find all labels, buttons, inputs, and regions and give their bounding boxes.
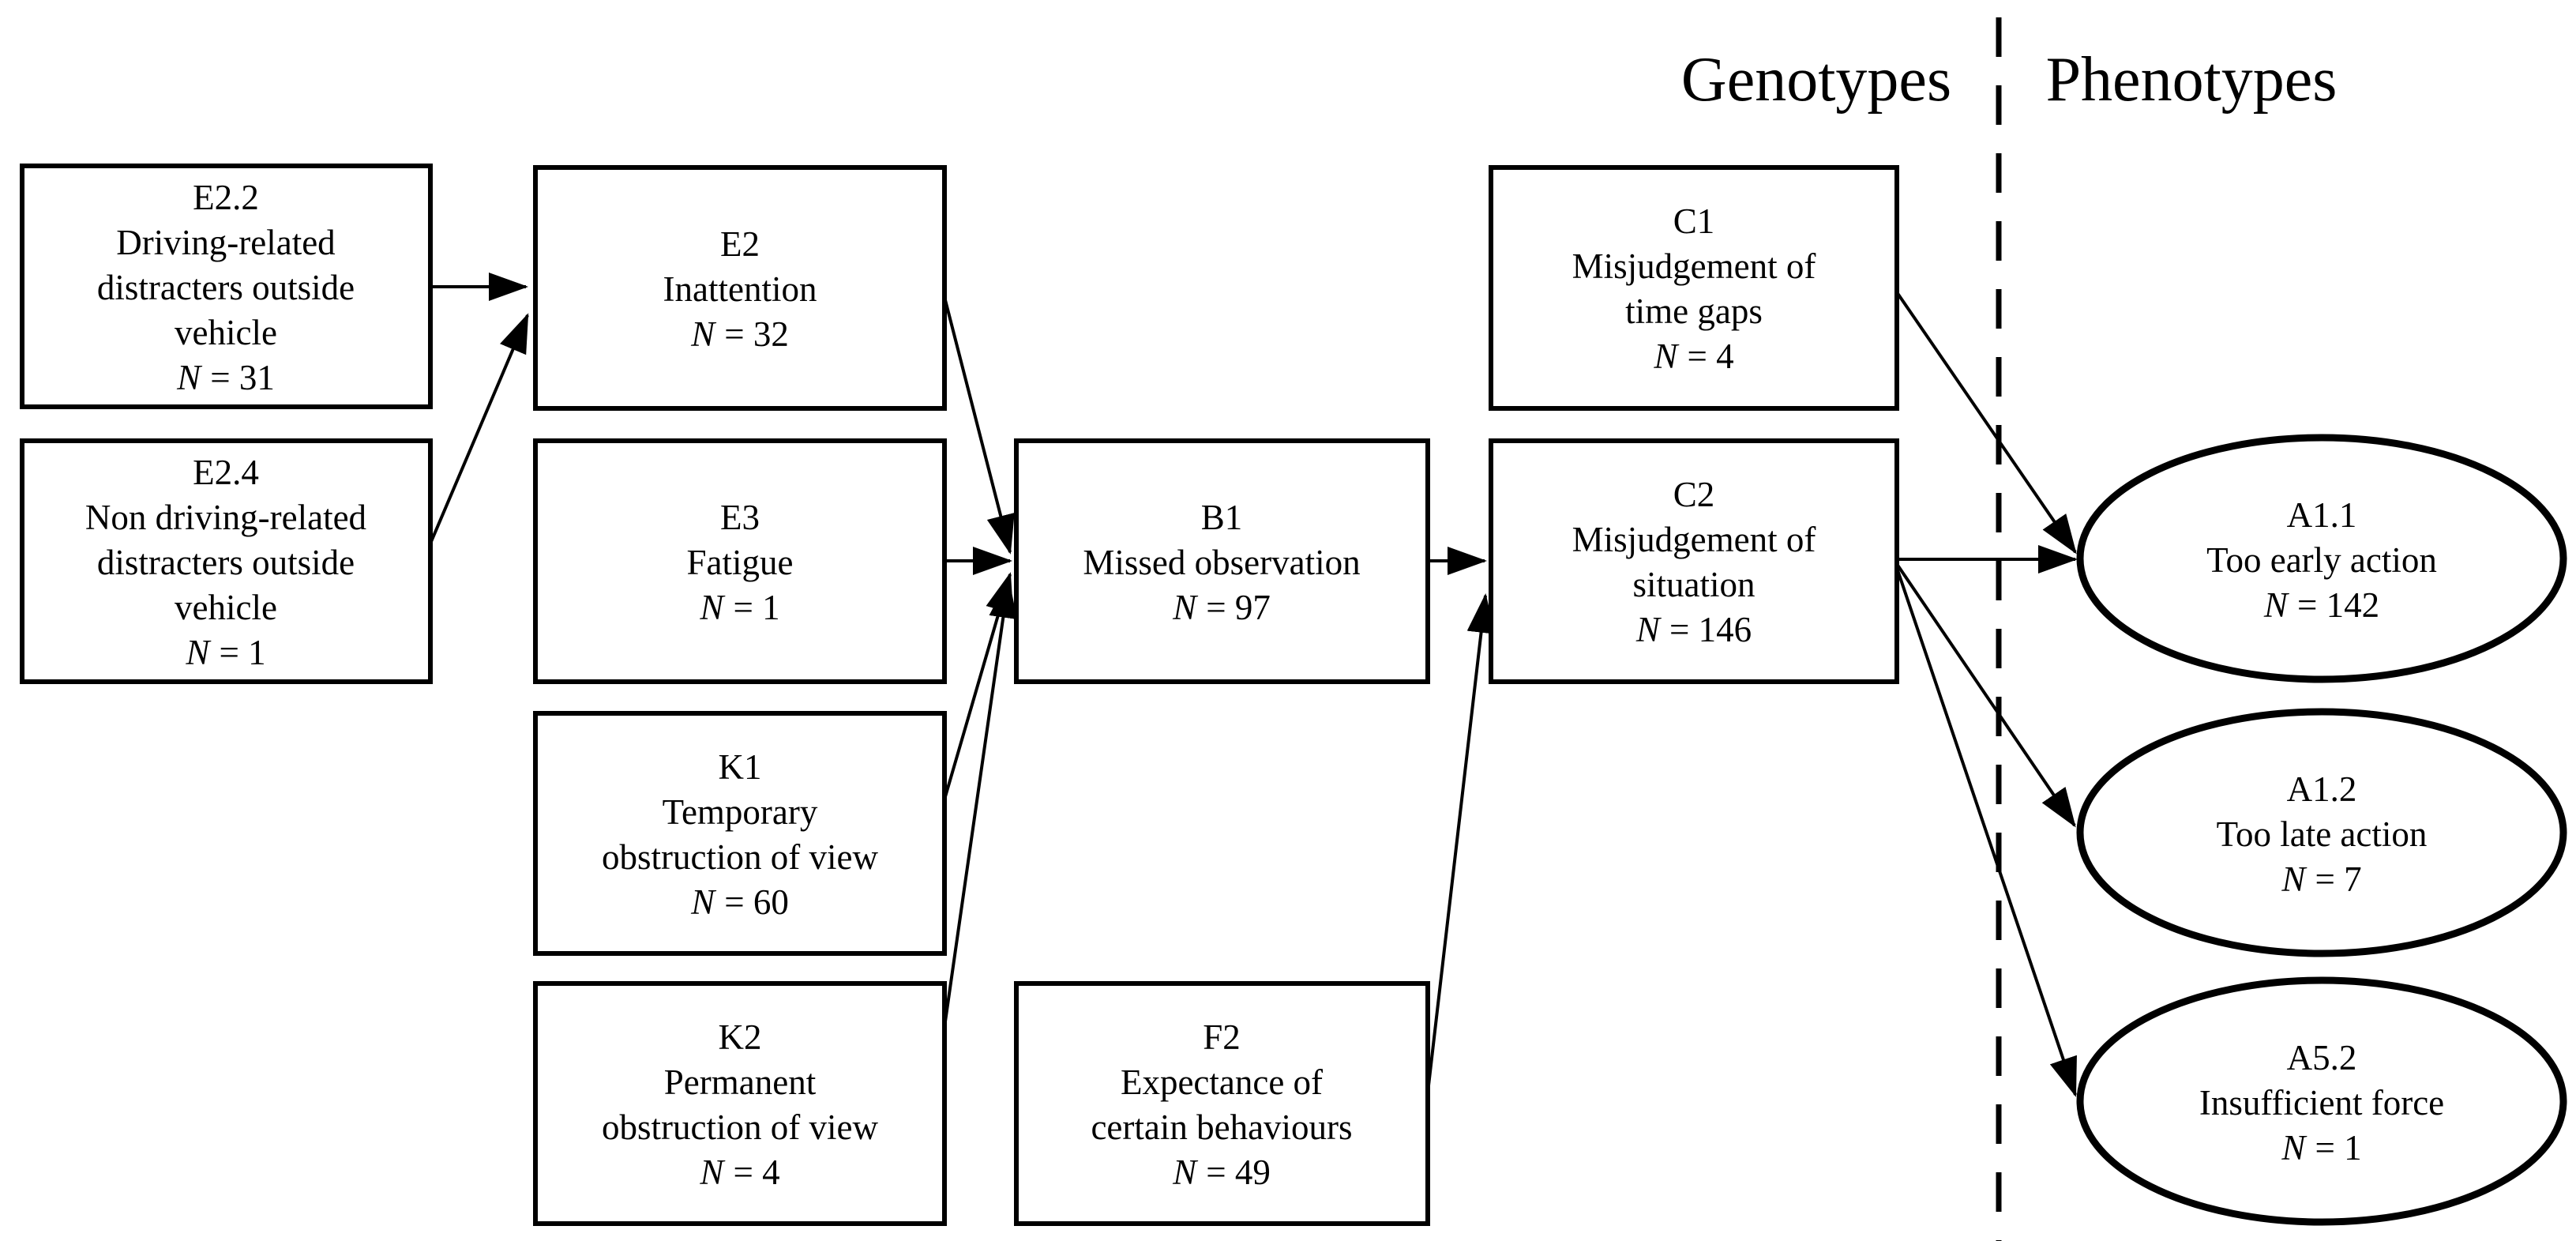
arrow-e24-e2 [429, 313, 529, 544]
node-e2-label-line: Inattention [663, 269, 817, 309]
node-a5-2-count: N= 1 [2281, 1128, 2361, 1168]
node-a1-1-count: N= 142 [2263, 585, 2379, 625]
arrow-k1-b1 [943, 572, 1014, 800]
node-b1: B1 Missed observation N= 97 [1014, 438, 1430, 684]
genotypes-header: Genotypes [1681, 45, 1951, 115]
arrow-c2-a52 [1895, 567, 2077, 1097]
node-k2-label-line: obstruction of view [602, 1107, 878, 1147]
node-e2-4-count: N= 1 [185, 633, 265, 672]
node-e2-2-count: N= 31 [176, 358, 275, 397]
node-e3-label-line: Fatigue [687, 543, 794, 582]
arrow-c2-a12 [1895, 562, 2076, 828]
node-e3: E3 Fatigue N= 1 [533, 438, 947, 684]
node-c1: C1 Misjudgement of time gaps N= 4 [1489, 165, 1899, 411]
node-a1-2-label-line: Too late action [2217, 814, 2428, 854]
node-e2-4-label-line: Non driving-related [85, 498, 366, 537]
node-c1-label-line: Misjudgement of [1572, 246, 1816, 286]
node-c1-label-line: time gaps [1625, 291, 1763, 331]
node-f2: F2 Expectance of certain behaviours N= 4… [1014, 981, 1430, 1226]
node-f2-label-line: Expectance of [1121, 1062, 1323, 1102]
node-k1-label-line: Temporary [663, 792, 818, 832]
node-b1-count: N= 97 [1172, 588, 1271, 627]
node-e2-code: E2 [720, 224, 760, 264]
node-a1-1: A1.1 Too early action N= 142 [2076, 434, 2567, 683]
node-a5-2-code: A5.2 [2287, 1038, 2357, 1077]
node-a1-2: A1.2 Too late action N= 7 [2076, 708, 2567, 957]
node-c2-count: N= 146 [1635, 610, 1752, 649]
node-e2-2-label-line: distracters outside [97, 268, 355, 307]
arrow-k2-b1 [943, 578, 1018, 1028]
node-e2-2-label-line: vehicle [175, 313, 277, 352]
node-e2-2-label-line: Driving-related [116, 223, 335, 262]
node-e3-code: E3 [720, 498, 760, 537]
node-e2-4: E2.4 Non driving-related distracters out… [20, 438, 433, 684]
node-e2-2: E2.2 Driving-related distracters outside… [20, 164, 433, 409]
node-c2-label-line: Misjudgement of [1572, 520, 1816, 559]
node-k1: K1 Temporary obstruction of view N= 60 [533, 711, 947, 956]
arrow-f2-c2 [1425, 593, 1496, 1107]
node-c2-label-line: situation [1633, 565, 1756, 604]
node-a1-2-count: N= 7 [2281, 859, 2361, 899]
node-e2-4-label-line: distracters outside [97, 543, 355, 582]
node-c2-code: C2 [1673, 475, 1715, 514]
node-a5-2: A5.2 Insufficient force N= 1 [2076, 976, 2567, 1226]
node-a1-2-code: A1.2 [2287, 769, 2357, 809]
arrow-e2-b1 [943, 296, 1015, 555]
node-e2-2-code: E2.2 [193, 178, 259, 217]
node-a1-1-code: A1.1 [2287, 495, 2357, 535]
node-e2: E2 Inattention N= 32 [533, 165, 947, 411]
node-k1-code: K1 [719, 747, 762, 787]
node-k2-code: K2 [719, 1017, 762, 1057]
node-k2: K2 Permanent obstruction of view N= 4 [533, 981, 947, 1226]
node-c1-code: C1 [1673, 201, 1715, 241]
node-f2-count: N= 49 [1172, 1153, 1271, 1192]
node-a1-1-label-line: Too early action [2206, 540, 2437, 580]
node-e2-4-code: E2.4 [193, 453, 259, 492]
node-k2-label-line: Permanent [664, 1062, 817, 1102]
node-f2-label-line: certain behaviours [1091, 1107, 1352, 1147]
node-b1-label-line: Missed observation [1083, 543, 1360, 582]
node-a5-2-label-line: Insufficient force [2199, 1083, 2444, 1123]
node-c1-count: N= 4 [1653, 337, 1733, 376]
node-e2-4-label-line: vehicle [175, 588, 277, 627]
node-e2-count: N= 32 [690, 314, 789, 354]
node-c2: C2 Misjudgement of situation N= 146 [1489, 438, 1899, 684]
arrow-c1-a11 [1895, 291, 2077, 555]
node-k1-label-line: obstruction of view [602, 837, 878, 877]
node-b1-code: B1 [1201, 498, 1243, 537]
node-k1-count: N= 60 [690, 882, 789, 922]
node-e3-count: N= 1 [699, 588, 779, 627]
node-f2-code: F2 [1203, 1017, 1241, 1057]
node-k2-count: N= 4 [699, 1153, 779, 1192]
phenotypes-header: Phenotypes [2046, 45, 2338, 115]
